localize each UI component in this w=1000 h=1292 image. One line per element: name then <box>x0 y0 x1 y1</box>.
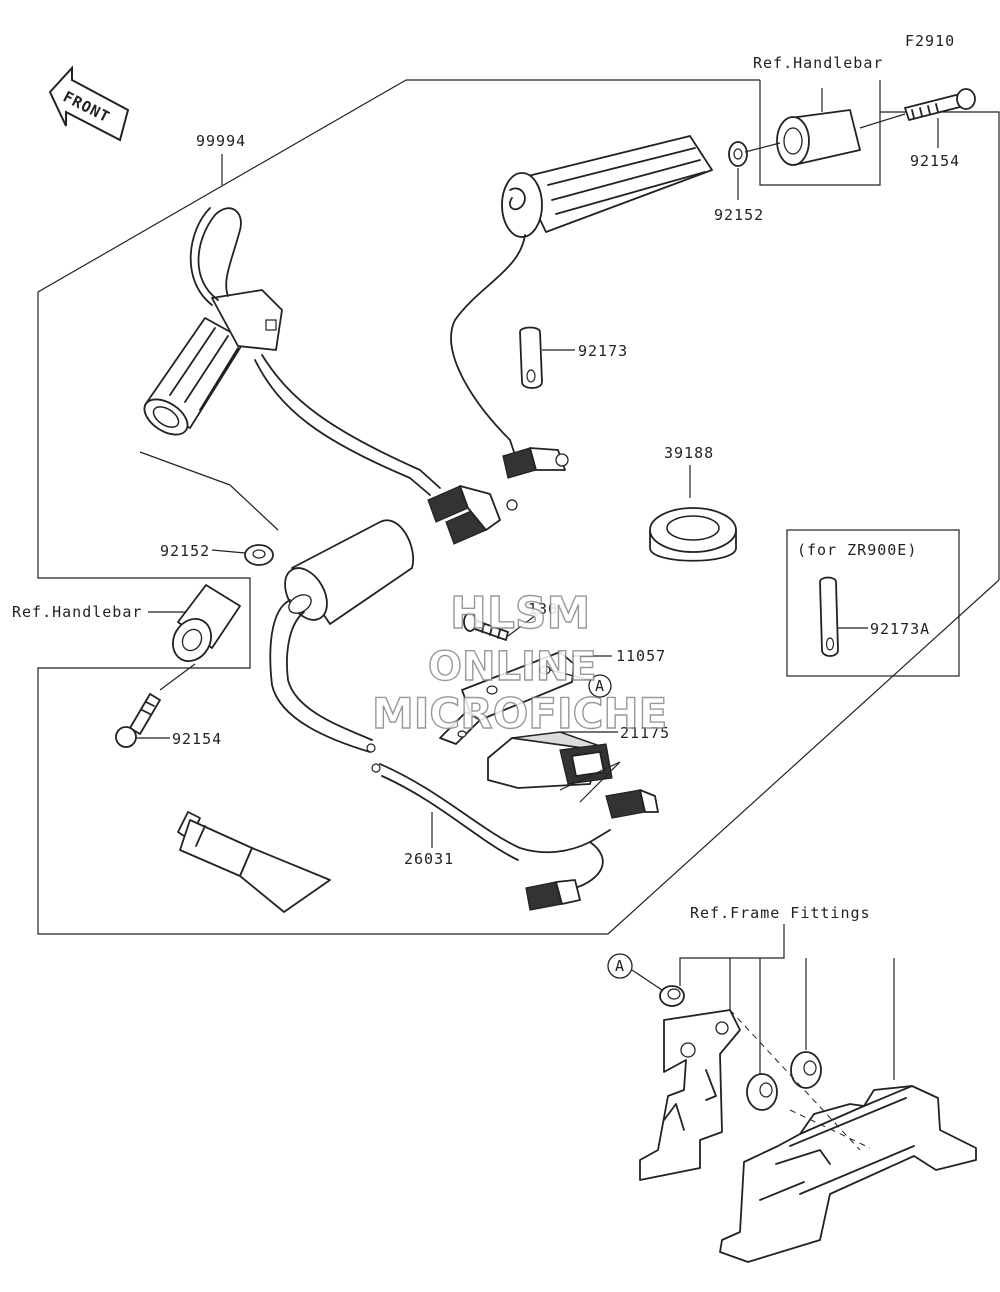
bar-end-weight-top <box>776 109 861 166</box>
part-92152-left <box>244 544 274 566</box>
ref-handlebar-left-label: Ref.Handlebar <box>12 603 142 621</box>
circle-a2-label: A <box>615 957 625 975</box>
for-model-box: (for ZR900E) 92173A <box>786 529 960 677</box>
watermark-line3: MICROFICHE <box>372 689 667 738</box>
part-11057-label: 11057 <box>616 647 666 665</box>
grease-tube <box>177 811 331 913</box>
bolt-130 <box>463 612 509 641</box>
part-21175-label: 21175 <box>620 724 670 742</box>
harness-26031 <box>269 519 611 889</box>
right-heated-grip <box>450 135 713 456</box>
left-heated-grip <box>143 207 441 496</box>
part-92152-top <box>728 141 748 167</box>
relay-21175 <box>487 731 613 789</box>
bracket-11057 <box>439 651 575 745</box>
part-92152-top-label: 92152 <box>714 206 764 224</box>
bolt-92154-top <box>904 88 976 121</box>
part-130-label: 130 <box>528 600 558 618</box>
circle-a1-icon <box>588 674 612 698</box>
part-99994-label: 99994 <box>196 132 246 150</box>
right-connector <box>502 447 569 479</box>
part-92173-label: 92173 <box>578 342 628 360</box>
left-connectors <box>427 485 518 545</box>
rubber-grommets <box>746 1051 822 1111</box>
harness-connectors <box>525 789 659 911</box>
bolt-92154-left <box>115 693 161 748</box>
part-92154-left-label: 92154 <box>172 730 222 748</box>
bar-end-weight-left <box>172 584 241 662</box>
frame-bracket-right <box>719 1009 977 1263</box>
front-arrow-icon: FRONT <box>48 65 130 142</box>
band-92173 <box>519 326 543 389</box>
for-model-label: (for ZR900E) <box>797 541 917 559</box>
circle-a2-icon <box>607 953 633 979</box>
part-26031-label: 26031 <box>404 850 454 868</box>
part-39188-label: 39188 <box>664 444 714 462</box>
grommet-39188 <box>649 507 737 562</box>
watermark-line2: ONLINE <box>428 644 597 690</box>
part-92154-top-label: 92154 <box>910 152 960 170</box>
figure-code: F2910 <box>905 32 955 50</box>
watermark: HLSM ONLINE MICROFICHE <box>371 587 668 738</box>
part-92152-left-label: 92152 <box>160 542 210 560</box>
ref-frame-fittings-label: Ref.Frame Fittings <box>690 904 871 922</box>
ref-handlebar-top-label: Ref.Handlebar <box>753 54 883 72</box>
circle-a1-label: A <box>595 677 605 695</box>
frame-bracket-left <box>639 1009 741 1181</box>
collar <box>659 985 685 1007</box>
watermark-line1: HLSM <box>450 588 590 639</box>
part-92173A-label: 92173A <box>870 620 930 638</box>
